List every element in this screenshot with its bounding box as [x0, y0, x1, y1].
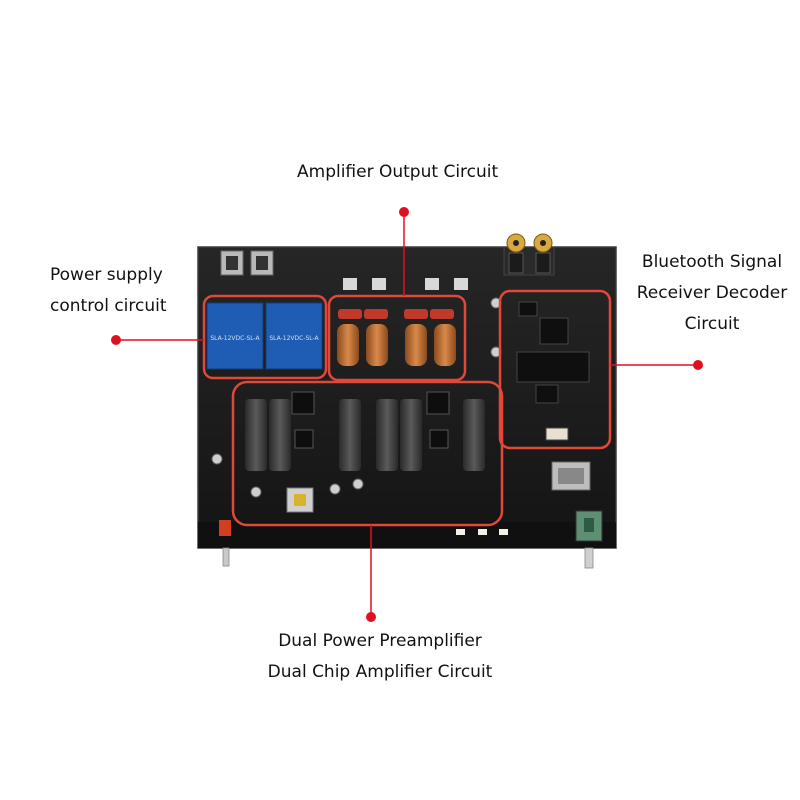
- marker-output: [399, 207, 409, 217]
- label-amplifier-output: Amplifier Output Circuit: [297, 157, 498, 188]
- marker-power-supply: [111, 335, 121, 345]
- relay-left: SLA-12VDC-SL-A: [206, 302, 264, 370]
- label-bluetooth-line-3: Circuit: [684, 314, 740, 334]
- label-bluetooth-line-2: Receiver Decoder: [636, 283, 788, 303]
- amplifier-chips: [291, 391, 450, 449]
- highlight-bluetooth: [498, 289, 612, 450]
- bluetooth-module: [516, 301, 590, 441]
- status-leds: [456, 529, 508, 535]
- label-bluetooth: Bluetooth Signal Receiver Decoder Circui…: [632, 247, 792, 340]
- relay-right-text: SLA-12VDC-SL-A: [269, 335, 319, 342]
- label-power-supply-line-1: Power supply: [50, 265, 163, 285]
- speaker-terminals: [343, 278, 468, 290]
- highlight-preamp: [231, 380, 504, 527]
- label-bluetooth-line-1: Bluetooth Signal: [641, 252, 783, 272]
- marker-preamp: [366, 612, 376, 622]
- label-power-supply: Power supply control circuit: [50, 260, 167, 322]
- marker-bluetooth: [693, 360, 703, 370]
- volume-knob: [575, 510, 603, 569]
- rca-inputs: [503, 233, 555, 276]
- relay-left-text: SLA-12VDC-SL-A: [210, 335, 260, 342]
- leader-lines: [111, 207, 703, 622]
- small-capacitors: [211, 297, 502, 498]
- label-preamp-line-2: Dual Chip Amplifier Circuit: [267, 662, 493, 682]
- label-power-supply-line-2: control circuit: [50, 296, 167, 316]
- output-inductors: [337, 309, 456, 366]
- power-jacks: [220, 250, 274, 276]
- preamp-chip: [286, 487, 314, 513]
- highlight-output: [327, 294, 467, 382]
- amplifier-capacitors: [245, 399, 485, 471]
- label-preamp-line-1: Dual Power Preamplifier: [278, 631, 482, 651]
- label-preamp: Dual Power Preamplifier Dual Chip Amplif…: [255, 626, 505, 688]
- front-toggle-switch: [219, 520, 231, 567]
- relay-right: SLA-12VDC-SL-A: [265, 302, 323, 370]
- highlight-regions: [202, 289, 612, 527]
- switch-block: [551, 461, 591, 491]
- label-amplifier-output-line-1: Amplifier Output Circuit: [297, 162, 499, 182]
- highlight-power-supply: [202, 294, 328, 380]
